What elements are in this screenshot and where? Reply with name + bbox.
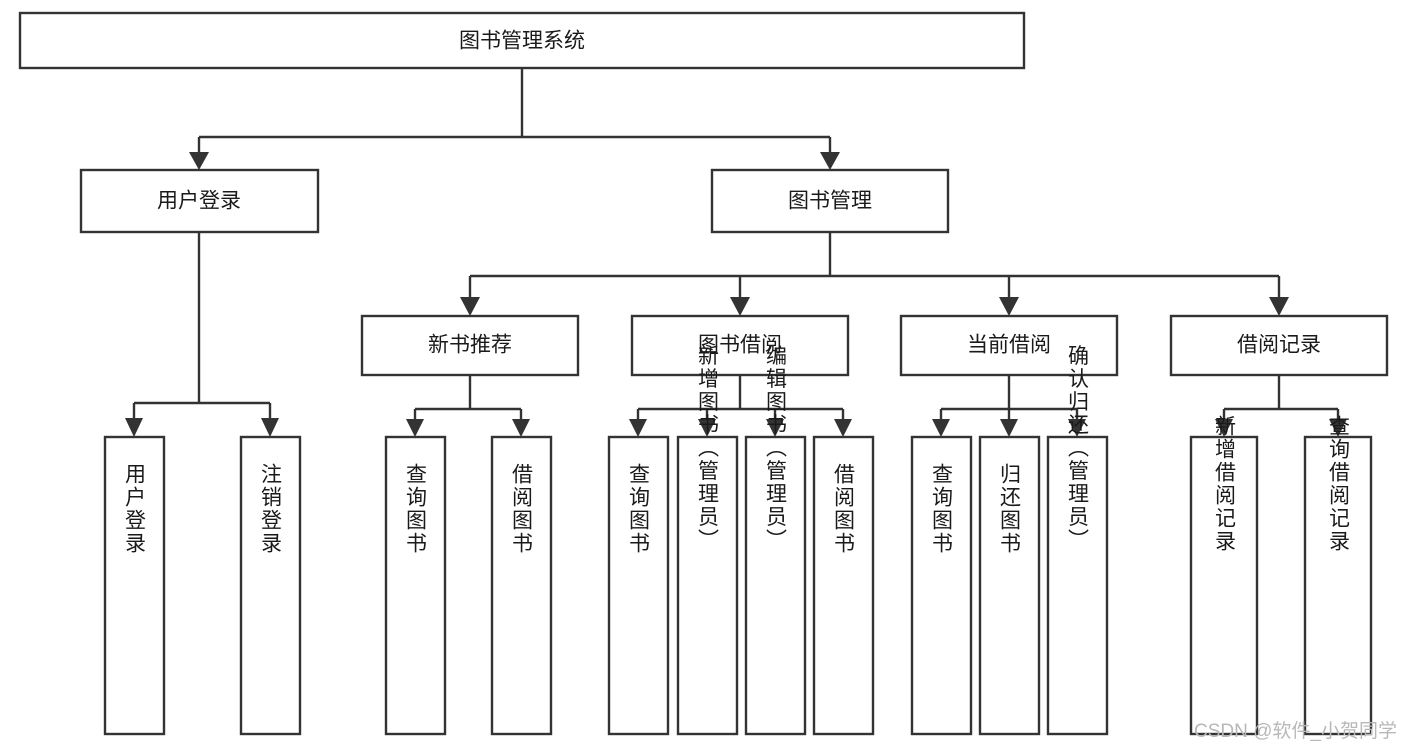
leaf-borrow-book-2[interactable]: 借阅图书 bbox=[812, 435, 875, 736]
arrowhead-bb-leaf3 bbox=[766, 419, 784, 437]
current-borrow-label: 当前借阅 bbox=[967, 334, 1051, 357]
leaf-confirm-return-label: 确认归还（管理员） bbox=[1066, 345, 1090, 552]
arrowhead-cb-leaf3 bbox=[1068, 419, 1086, 437]
arrowhead-cb-leaf2 bbox=[1000, 419, 1018, 437]
user-login-label: 用户登录 bbox=[157, 190, 241, 213]
arrowhead-cb-leaf1 bbox=[932, 419, 950, 437]
leaf-user-logout-box[interactable] bbox=[239, 435, 302, 736]
node-root[interactable]: 图书管理系统 bbox=[18, 11, 1026, 70]
arrowhead-user-login bbox=[189, 152, 209, 170]
leaf-add-record[interactable]: 新增借阅记录 bbox=[1189, 415, 1259, 736]
arrowhead-nbr-leaf1 bbox=[406, 419, 424, 437]
leaf-confirm-return[interactable]: 确认归还（管理员） bbox=[1046, 345, 1109, 736]
leaf-query-book-1-label: 查询图书 bbox=[404, 463, 428, 555]
leaf-return-book[interactable]: 归还图书 bbox=[978, 435, 1041, 736]
leaf-user-login[interactable]: 用户登录 bbox=[103, 435, 166, 736]
leaf-add-book[interactable]: 新增图书（管理员） bbox=[676, 345, 739, 736]
current-borrow-box[interactable] bbox=[899, 314, 1119, 377]
leaf-query-book-3-box[interactable] bbox=[910, 435, 973, 736]
arrowhead-current-borrow bbox=[999, 297, 1019, 316]
leaf-query-book-1-box[interactable] bbox=[384, 435, 447, 736]
borrow-record-label: 借阅记录 bbox=[1237, 334, 1321, 357]
csdn-watermark: CSDN @软件_小贺同学 bbox=[1194, 721, 1397, 742]
book-borrow-box[interactable] bbox=[630, 314, 850, 377]
leaf-user-login-box[interactable] bbox=[103, 435, 166, 736]
leaf-add-book-box[interactable] bbox=[676, 435, 739, 736]
leaf-add-record-label: 新增借阅记录 bbox=[1213, 415, 1237, 553]
leaf-query-book-2-label: 查询图书 bbox=[627, 463, 651, 555]
new-book-recommend-box[interactable] bbox=[360, 314, 580, 377]
leaf-add-record-box[interactable] bbox=[1189, 435, 1259, 736]
leaf-query-record[interactable]: 查询借阅记录 bbox=[1303, 415, 1373, 736]
leaf-return-book-label: 归还图书 bbox=[998, 463, 1022, 555]
node-new-book-recommend[interactable]: 新书推荐 bbox=[360, 314, 580, 377]
leaf-query-book-1[interactable]: 查询图书 bbox=[384, 435, 447, 736]
node-book-management[interactable]: 图书管理 bbox=[710, 168, 950, 234]
leaf-borrow-book-1-box[interactable] bbox=[490, 435, 553, 736]
arrowhead-br-leaf1 bbox=[1215, 419, 1233, 437]
leaf-user-logout-label: 注销登录 bbox=[259, 463, 283, 555]
leaf-edit-book-box[interactable] bbox=[744, 435, 807, 736]
leaf-query-record-label: 查询借阅记录 bbox=[1327, 415, 1351, 553]
book-borrow-label: 图书借阅 bbox=[698, 334, 782, 357]
arrowhead-bb-leaf4 bbox=[834, 419, 852, 437]
leaf-borrow-book-1-label: 借阅图书 bbox=[510, 463, 534, 555]
borrow-record-box[interactable] bbox=[1169, 314, 1389, 377]
new-book-recommend-label: 新书推荐 bbox=[428, 334, 512, 357]
node-user-login[interactable]: 用户登录 bbox=[79, 168, 320, 234]
leaf-query-book-2-box[interactable] bbox=[607, 435, 670, 736]
leaf-add-book-label: 新增图书（管理员） bbox=[696, 345, 720, 552]
leaf-borrow-book-2-label: 借阅图书 bbox=[832, 463, 856, 555]
node-borrow-record[interactable]: 借阅记录 bbox=[1169, 314, 1389, 377]
book-management-label: 图书管理 bbox=[788, 190, 872, 213]
node-book-borrow[interactable]: 图书借阅 bbox=[630, 314, 850, 377]
leaf-query-book-3-label: 查询图书 bbox=[930, 463, 954, 555]
arrowhead-borrow-record bbox=[1269, 297, 1289, 316]
leaf-confirm-return-box[interactable] bbox=[1046, 435, 1109, 736]
root-box[interactable] bbox=[18, 11, 1026, 70]
arrowhead-br-leaf2 bbox=[1329, 419, 1347, 437]
leaf-edit-book[interactable]: 编辑图书（管理员） bbox=[744, 345, 807, 736]
book-management-box[interactable] bbox=[710, 168, 950, 234]
leaf-user-login-label: 用户登录 bbox=[123, 463, 147, 555]
arrowhead-bb-leaf1 bbox=[629, 419, 647, 437]
arrowhead-leaf-user-logout bbox=[261, 418, 279, 437]
leaf-borrow-book-1[interactable]: 借阅图书 bbox=[490, 435, 553, 736]
root-label: 图书管理系统 bbox=[459, 30, 585, 53]
node-current-borrow[interactable]: 当前借阅 bbox=[899, 314, 1119, 377]
leaf-edit-book-label: 编辑图书（管理员） bbox=[764, 345, 788, 552]
connector-layer bbox=[125, 68, 1347, 437]
arrowhead-bb-leaf2 bbox=[698, 419, 716, 437]
arrowhead-book-management bbox=[820, 152, 840, 170]
user-login-box[interactable] bbox=[79, 168, 320, 234]
arrowhead-new-book-recommend bbox=[460, 297, 480, 316]
leaf-user-logout[interactable]: 注销登录 bbox=[239, 435, 302, 736]
leaf-query-record-box[interactable] bbox=[1303, 435, 1373, 736]
leaf-borrow-book-2-box[interactable] bbox=[812, 435, 875, 736]
leaf-query-book-2[interactable]: 查询图书 bbox=[607, 435, 670, 736]
arrowhead-nbr-leaf2 bbox=[512, 419, 530, 437]
leaf-return-book-box[interactable] bbox=[978, 435, 1041, 736]
arrowhead-leaf-user-login bbox=[125, 418, 143, 437]
arrowhead-book-borrow bbox=[730, 297, 750, 316]
leaf-query-book-3[interactable]: 查询图书 bbox=[910, 435, 973, 736]
